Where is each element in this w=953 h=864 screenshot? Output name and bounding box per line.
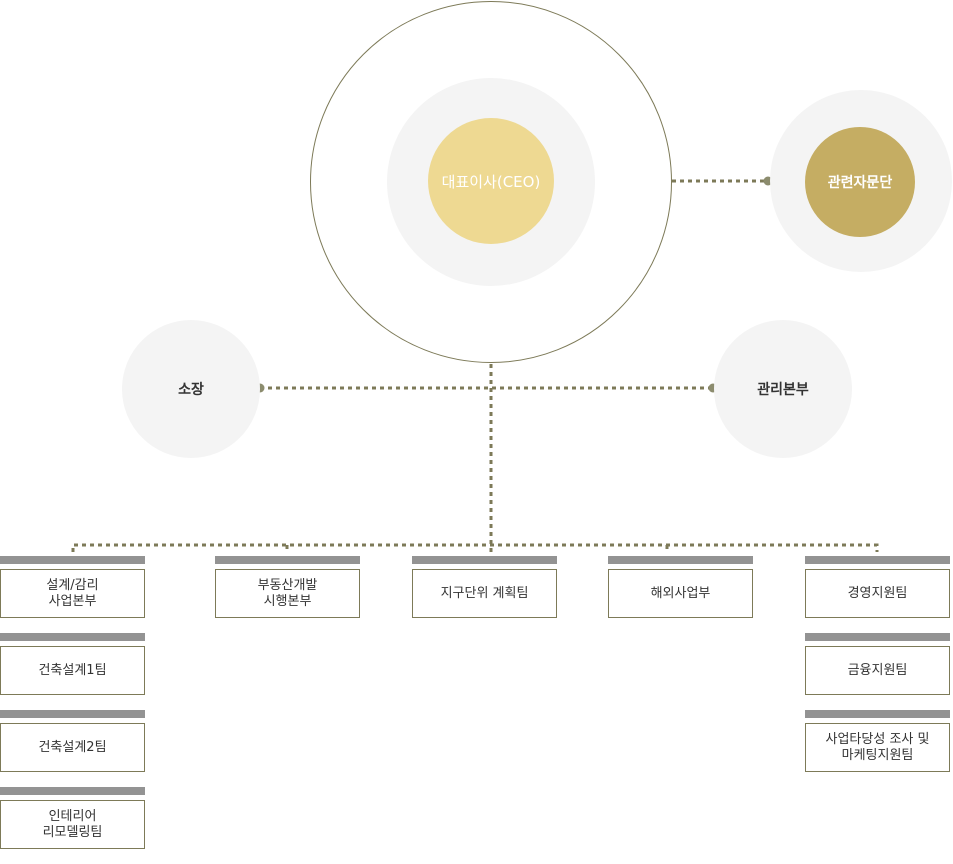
dept-box: 건축설계2팀 xyxy=(0,710,145,772)
dept-label: 설계/감리 사업본부 xyxy=(0,569,145,618)
ceo-node: 대표이사(CEO) xyxy=(428,118,554,244)
dept-bar xyxy=(805,556,950,564)
dept-box: 경영지원팀 xyxy=(805,556,950,618)
dept-bar xyxy=(805,633,950,641)
dept-bar xyxy=(608,556,753,564)
dept-bar xyxy=(805,710,950,718)
dept-box: 해외사업부 xyxy=(608,556,753,618)
dept-box: 사업타당성 조사 및 마케팅지원팀 xyxy=(805,710,950,772)
dept-bar xyxy=(412,556,557,564)
dept-box: 인테리어 리모델링팀 xyxy=(0,787,145,849)
dept-column-3: 지구단위 계획팀 xyxy=(412,556,557,633)
dept-bar xyxy=(0,556,145,564)
dept-bar xyxy=(0,787,145,795)
dept-box: 지구단위 계획팀 xyxy=(412,556,557,618)
dept-label: 부동산개발 시행본부 xyxy=(215,569,360,618)
dept-box: 설계/감리 사업본부 xyxy=(0,556,145,618)
ceo-outer-ring xyxy=(310,1,672,363)
dept-column-1: 설계/감리 사업본부 건축설계1팀 건축설계2팀 인테리어 리모델링팀 xyxy=(0,556,145,864)
right-node: 관리본부 xyxy=(714,320,852,458)
dept-bar xyxy=(0,710,145,718)
dept-column-5: 경영지원팀 금융지원팀 사업타당성 조사 및 마케팅지원팀 xyxy=(805,556,950,787)
dept-label: 인테리어 리모델링팀 xyxy=(0,800,145,849)
dept-box: 금융지원팀 xyxy=(805,633,950,695)
dept-box: 건축설계1팀 xyxy=(0,633,145,695)
dept-column-2: 부동산개발 시행본부 xyxy=(215,556,360,633)
advisory-node: 관련자문단 xyxy=(805,127,915,237)
advisory-label: 관련자문단 xyxy=(827,175,893,191)
dept-label: 금융지원팀 xyxy=(805,646,950,695)
dept-column-4: 해외사업부 xyxy=(608,556,753,633)
dept-label: 지구단위 계획팀 xyxy=(412,569,557,618)
right-node-label: 관리본부 xyxy=(757,382,809,398)
dept-label: 건축설계2팀 xyxy=(0,723,145,772)
dept-bar xyxy=(215,556,360,564)
left-node: 소장 xyxy=(122,320,260,458)
dept-label: 건축설계1팀 xyxy=(0,646,145,695)
dept-label: 해외사업부 xyxy=(608,569,753,618)
dept-bar xyxy=(0,633,145,641)
dept-box: 부동산개발 시행본부 xyxy=(215,556,360,618)
ceo-label: 대표이사(CEO) xyxy=(441,172,541,191)
dept-label: 사업타당성 조사 및 마케팅지원팀 xyxy=(805,723,950,772)
dept-label: 경영지원팀 xyxy=(805,569,950,618)
dept-branch-line xyxy=(71,543,879,552)
left-node-label: 소장 xyxy=(178,382,204,398)
